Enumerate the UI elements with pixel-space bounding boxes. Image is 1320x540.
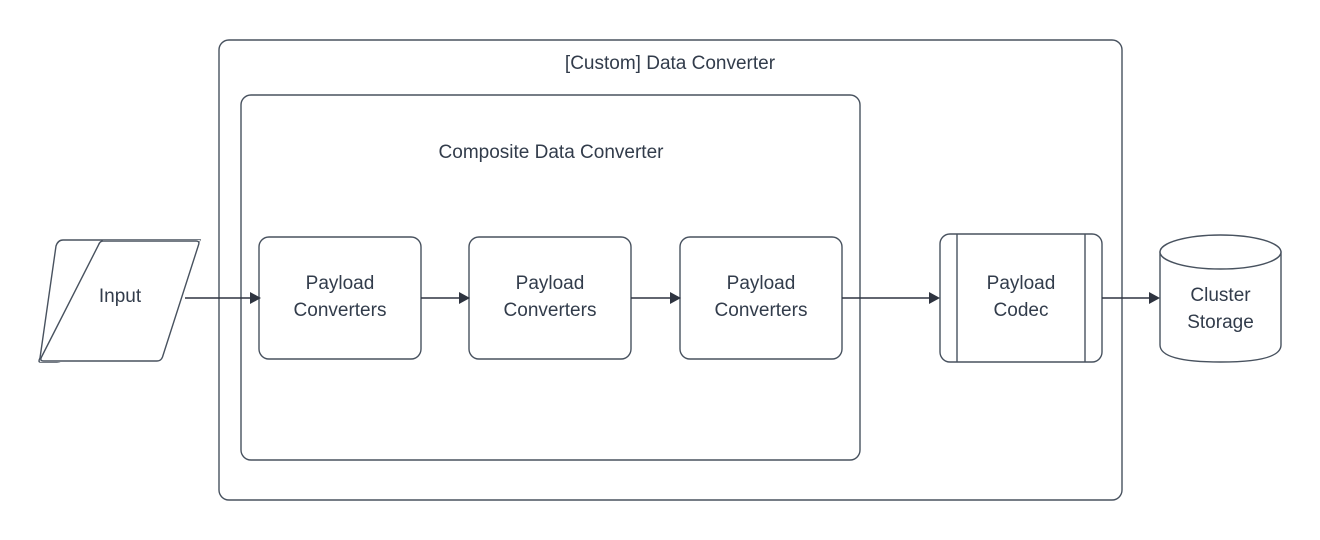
edge-payload-codec-to-cluster-storage <box>1102 292 1160 304</box>
payload-converters-1-shape <box>258 236 422 360</box>
input-label: Input <box>99 286 142 307</box>
payload-codec-label-line2: Codec <box>994 300 1049 321</box>
node-payload-converters-3[interactable]: Payload Converters <box>679 236 843 360</box>
node-payload-codec[interactable]: Payload Codec <box>939 233 1103 363</box>
payload-codec-shape <box>939 233 1103 363</box>
edge-payload-converters-3-to-payload-codec <box>842 292 940 304</box>
cluster-storage-top-ellipse <box>1159 234 1282 270</box>
payload-converters-2-label-line2: Converters <box>504 300 597 321</box>
edge-payload-converters-1-to-2 <box>421 292 470 304</box>
cluster-storage-label-line2: Storage <box>1187 312 1254 333</box>
payload-converters-2-shape <box>468 236 632 360</box>
node-input[interactable]: Input <box>38 239 202 363</box>
arrow-head-icon <box>1149 292 1160 304</box>
arrow-head-icon <box>459 292 470 304</box>
node-cluster-storage[interactable]: Cluster Storage <box>1159 234 1282 363</box>
edge-input-to-payload-converters-1 <box>185 292 261 304</box>
input-shape <box>40 240 200 362</box>
container-composite-data-converter[interactable]: Composite Data Converter <box>240 94 861 461</box>
arrow-head-icon <box>250 292 261 304</box>
composite-data-converter-border <box>240 94 861 461</box>
arrow-head-icon <box>670 292 681 304</box>
node-payload-converters-2[interactable]: Payload Converters <box>468 236 632 360</box>
cluster-storage-label-line1: Cluster <box>1190 285 1251 306</box>
edge-payload-converters-2-to-3 <box>631 292 681 304</box>
composite-data-converter-label: Composite Data Converter <box>439 142 665 163</box>
payload-codec-label-line1: Payload <box>987 273 1056 294</box>
payload-converters-3-label-line2: Converters <box>715 300 808 321</box>
arrow-head-icon <box>929 292 940 304</box>
container-custom-data-converter[interactable]: [Custom] Data Converter <box>218 39 1123 501</box>
custom-data-converter-border <box>218 39 1123 501</box>
node-payload-converters-1[interactable]: Payload Converters <box>258 236 422 360</box>
payload-converters-1-label-line1: Payload <box>306 273 375 294</box>
payload-converters-1-label-line2: Converters <box>294 300 387 321</box>
custom-data-converter-label: [Custom] Data Converter <box>565 53 776 74</box>
cluster-storage-body <box>1159 251 1282 363</box>
payload-converters-3-shape <box>679 236 843 360</box>
payload-converters-3-label-line1: Payload <box>727 273 796 294</box>
payload-converters-2-label-line1: Payload <box>516 273 585 294</box>
